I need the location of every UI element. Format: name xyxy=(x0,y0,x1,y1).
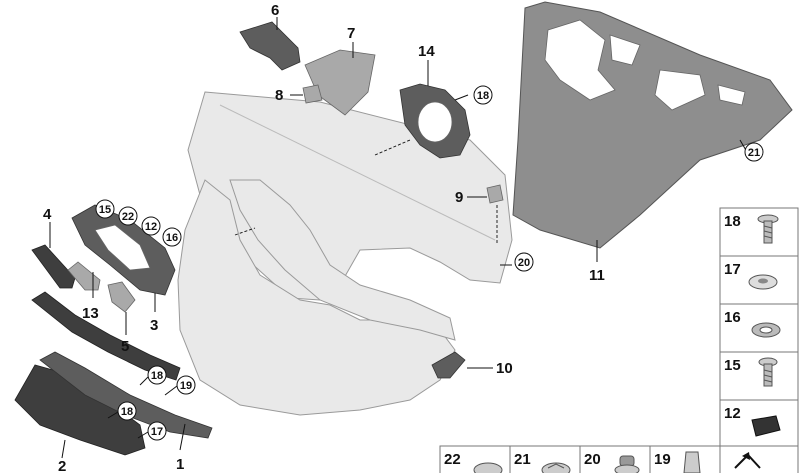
svg-text:20: 20 xyxy=(518,257,530,269)
legend-item-17: 17 xyxy=(724,261,778,290)
part-5-clip xyxy=(107,281,136,313)
part-13-insert xyxy=(67,261,101,291)
svg-text:19: 19 xyxy=(180,380,192,392)
bottom-item-symbol xyxy=(734,452,761,469)
callout-7: 7 xyxy=(347,25,355,42)
arrow-symbol-icon xyxy=(734,452,761,469)
star-clip-icon xyxy=(541,462,571,473)
callout-2: 2 xyxy=(58,458,66,473)
svg-text:17: 17 xyxy=(151,426,163,438)
circled-callout-18-low: 18 xyxy=(117,401,137,421)
leader-lines xyxy=(49,17,748,459)
callout-8: 8 xyxy=(275,87,283,104)
fastener-bottom-row: 22 21 20 19 xyxy=(439,445,799,473)
fastener-legend-column: 18 17 16 15 xyxy=(719,207,799,449)
svg-text:22: 22 xyxy=(444,451,461,468)
screw-icon xyxy=(757,214,779,244)
circled-callout-19: 19 xyxy=(176,375,196,395)
circled-callout-20: 20 xyxy=(514,252,534,272)
svg-text:18: 18 xyxy=(477,90,489,102)
callout-13: 13 xyxy=(82,305,99,322)
svg-text:18: 18 xyxy=(724,213,741,230)
svg-text:20: 20 xyxy=(584,451,601,468)
svg-text:15: 15 xyxy=(724,357,741,374)
circled-callout-12: 12 xyxy=(141,216,161,236)
bottom-item-22: 22 xyxy=(444,451,503,473)
callout-5: 5 xyxy=(121,338,129,355)
svg-text:16: 16 xyxy=(166,232,178,244)
svg-text:18: 18 xyxy=(151,370,163,382)
part-10-trim-piece xyxy=(431,351,466,379)
legend-item-12: 12 xyxy=(724,405,781,437)
part-11-sound-insulation-mat xyxy=(512,1,793,249)
spring-clip-icon xyxy=(683,451,701,473)
callout-10: 10 xyxy=(496,360,513,377)
svg-text:19: 19 xyxy=(654,451,671,468)
callout-4: 4 xyxy=(43,206,52,223)
callout-3: 3 xyxy=(150,317,158,334)
bolt-icon xyxy=(758,357,778,387)
circled-callout-17: 17 xyxy=(147,421,167,441)
svg-text:17: 17 xyxy=(724,261,741,278)
circled-callout-18-mid: 18 xyxy=(147,365,167,385)
bottom-item-21: 21 xyxy=(514,451,571,473)
callout-9: 9 xyxy=(455,189,463,206)
circled-callouts: 15 22 12 16 18 18 19 18 xyxy=(95,85,764,441)
legend-item-18: 18 xyxy=(724,213,779,244)
clip-icon xyxy=(751,415,781,437)
part-9-clip xyxy=(486,184,504,204)
part-6-bracket xyxy=(239,21,301,71)
callout-11: 11 xyxy=(589,267,605,284)
svg-text:18: 18 xyxy=(121,406,133,418)
circled-callout-15: 15 xyxy=(95,199,115,219)
legend-item-15: 15 xyxy=(724,357,778,387)
speed-nut-icon xyxy=(748,274,778,290)
svg-text:15: 15 xyxy=(99,204,111,216)
part-14-speaker-frame xyxy=(399,83,471,159)
part-1-armrest-strip xyxy=(31,291,181,381)
legend-item-16: 16 xyxy=(724,309,781,338)
svg-text:12: 12 xyxy=(145,221,157,233)
part-2-lower-trim xyxy=(14,351,213,456)
callout-1: 1 xyxy=(176,456,184,473)
svg-text:22: 22 xyxy=(122,211,134,223)
svg-text:21: 21 xyxy=(748,147,760,159)
bottom-item-19: 19 xyxy=(654,451,701,473)
part-4-insert xyxy=(31,244,76,289)
callout-6: 6 xyxy=(271,2,279,19)
circled-callout-16: 16 xyxy=(162,227,182,247)
circled-callout-21: 21 xyxy=(744,142,764,162)
washer-icon xyxy=(751,322,781,338)
callout-labels: 6 7 8 14 9 10 11 4 13 3 5 1 2 xyxy=(43,2,605,473)
part-8-clip xyxy=(302,84,323,104)
svg-text:21: 21 xyxy=(514,451,531,468)
bottom-item-20: 20 xyxy=(584,451,640,473)
circled-callout-22: 22 xyxy=(118,206,138,226)
svg-text:16: 16 xyxy=(724,309,741,326)
circled-callout-18-top: 18 xyxy=(473,85,493,105)
svg-text:12: 12 xyxy=(724,405,741,422)
grommet-icon xyxy=(614,455,640,473)
expanding-rivet-icon xyxy=(473,462,503,473)
callout-14: 14 xyxy=(418,43,435,60)
